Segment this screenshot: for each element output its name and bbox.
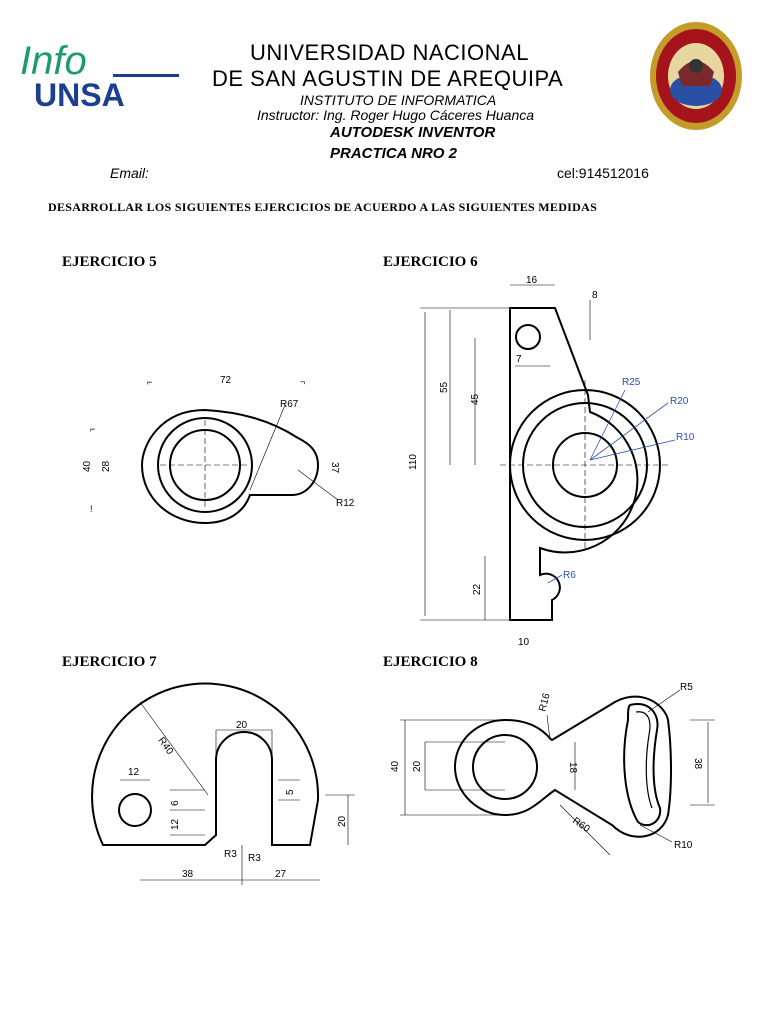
e6-dim-10: 10 xyxy=(518,637,530,648)
e8-dim-20: 20 xyxy=(412,760,423,772)
exercise-6-title: EJERCICIO 6 xyxy=(383,254,478,270)
e7-dim-r3-right: R3 xyxy=(248,853,261,864)
exercise-8-drawing: R16 R5 40 20 18 38 R60 R10 xyxy=(390,682,715,856)
e5-dim-40: 40 xyxy=(82,460,93,472)
university-name-line2: DE SAN AGUSTIN DE AREQUIPA xyxy=(212,66,564,91)
e5-dim-r12: R12 xyxy=(336,498,355,509)
e8-outline xyxy=(453,695,672,838)
e6-small-hole xyxy=(515,324,541,350)
e6-dim-8: 8 xyxy=(592,290,598,301)
e8-slot-inner xyxy=(635,711,653,809)
e6-dim-45: 45 xyxy=(470,393,481,405)
e5-outline xyxy=(140,408,320,525)
e6-dim-r20: R20 xyxy=(670,396,689,407)
practice-title: PRACTICA NRO 2 xyxy=(330,145,457,162)
svg-text:!: ! xyxy=(90,504,93,514)
e7-dim-27: 27 xyxy=(275,869,287,880)
exercise-5-drawing: 72 R67 40 28 37 R12 ⌐ ¬ ⌐! xyxy=(82,375,355,525)
phone-number: cel:914512016 xyxy=(557,165,649,181)
e7-dim-12-lower: 12 xyxy=(170,818,181,830)
e6-dim-r6: R6 xyxy=(563,570,576,581)
e8-dim-40: 40 xyxy=(390,760,401,772)
e8-dim-r16: R16 xyxy=(537,692,552,713)
e6-dim-r25: R25 xyxy=(622,377,641,388)
institute-name: INSTITUTO DE INFORMATICA xyxy=(300,92,497,108)
exercise-6-drawing: 16 8 7 55 45 110 R25 R20 R10 R6 22 10 xyxy=(408,275,695,648)
svg-text:⌐: ⌐ xyxy=(90,424,95,434)
e6-dim-r10: R10 xyxy=(676,432,695,443)
e6-dim-22: 22 xyxy=(472,583,483,595)
university-name-line1: UNIVERSIDAD NACIONAL xyxy=(250,40,529,65)
e5-outer-ring xyxy=(157,417,253,513)
logo-info-text: Info xyxy=(20,39,87,83)
university-seal xyxy=(650,22,742,130)
e6-dim-55: 55 xyxy=(439,381,450,393)
email-label: Email: xyxy=(110,165,149,181)
e8-hole xyxy=(472,734,538,800)
info-unsa-logo: Info UNSA xyxy=(20,39,179,110)
e7-dim-r3-left: R3 xyxy=(224,849,237,860)
e8-dim-r60: R60 xyxy=(570,815,592,835)
e6-dim-7: 7 xyxy=(516,354,522,365)
exercise-7-title: EJERCICIO 7 xyxy=(62,654,157,670)
e7-dim-5: 5 xyxy=(285,789,296,795)
e5-dim-37: 37 xyxy=(329,462,340,474)
e7-dim-r40: R40 xyxy=(156,735,176,757)
instructor-name: Instructor: Ing. Roger Hugo Cáceres Huan… xyxy=(257,107,535,123)
instruction-text: DESARROLLAR LOS SIGUIENTES EJERCICIOS DE… xyxy=(48,200,598,214)
e6-outline xyxy=(509,307,639,621)
e7-outline xyxy=(91,682,320,846)
svg-text:⌐: ⌐ xyxy=(147,377,152,387)
logo-unsa-text: UNSA xyxy=(34,77,125,110)
e6-dim-16: 16 xyxy=(526,275,538,286)
e8-dim-r10: R10 xyxy=(674,840,693,851)
e8-dim-18: 18 xyxy=(567,762,578,774)
e6-dim-110: 110 xyxy=(408,454,419,470)
e7-dim-6: 6 xyxy=(170,800,181,806)
e5-dim-r67: R67 xyxy=(280,399,299,410)
exercise-5-title: EJERCICIO 5 xyxy=(62,254,157,270)
logo-underline xyxy=(113,74,179,77)
course-title: AUTODESK INVENTOR xyxy=(330,124,496,141)
svg-text:¬: ¬ xyxy=(300,377,305,387)
e7-dim-20-top: 20 xyxy=(236,720,248,731)
e8-slot xyxy=(623,703,662,827)
e8-dim-38: 38 xyxy=(692,758,703,770)
e8-dim-r5: R5 xyxy=(680,682,693,693)
e7-dim-20-side: 20 xyxy=(337,815,348,827)
e7-hole xyxy=(118,793,152,827)
e5-dim-72: 72 xyxy=(220,375,232,386)
e7-dim-38: 38 xyxy=(182,869,194,880)
exercise-7-drawing: R40 20 12 6 12 5 R3 R3 20 38 27 xyxy=(91,682,355,885)
e5-dim-28: 28 xyxy=(101,460,112,472)
exercise-8-title: EJERCICIO 8 xyxy=(383,654,478,670)
e7-dim-12-hole: 12 xyxy=(128,767,140,778)
